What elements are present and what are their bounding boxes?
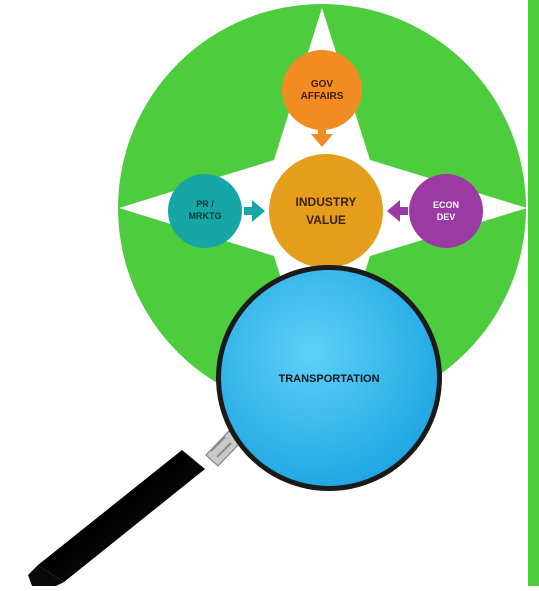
right-green-strip: [528, 0, 539, 586]
industry-value-label-line-1: INDUSTRY: [296, 195, 357, 209]
econ-dev-label-line-2: DEV: [437, 212, 456, 222]
industry-value-node: [269, 154, 383, 268]
econ-dev-node: [409, 174, 483, 248]
arrow-down-icon: [311, 128, 333, 147]
diagram-svg: GOV AFFAIRS PR / MRKTG ECON DEV INDUSTRY…: [28, 4, 527, 586]
industry-value-label-line-2: VALUE: [306, 213, 346, 227]
pr-mrktg-label-line-1: PR /: [196, 199, 214, 209]
econ-dev-label-line-1: ECON: [433, 200, 459, 210]
transportation-label: TRANSPORTATION: [278, 373, 379, 385]
gov-affairs-label-line-1: GOV: [311, 79, 334, 90]
pr-mrktg-node: [168, 174, 242, 248]
gov-affairs-node: [282, 50, 362, 130]
gov-affairs-label-line-2: AFFAIRS: [301, 91, 344, 102]
magnifier-handle: [28, 430, 242, 586]
magnifier-lens: [221, 270, 437, 486]
pr-mrktg-label-line-2: MRKTG: [189, 211, 222, 221]
arrow-left-icon: [387, 200, 408, 222]
arrow-right-icon: [244, 200, 265, 222]
